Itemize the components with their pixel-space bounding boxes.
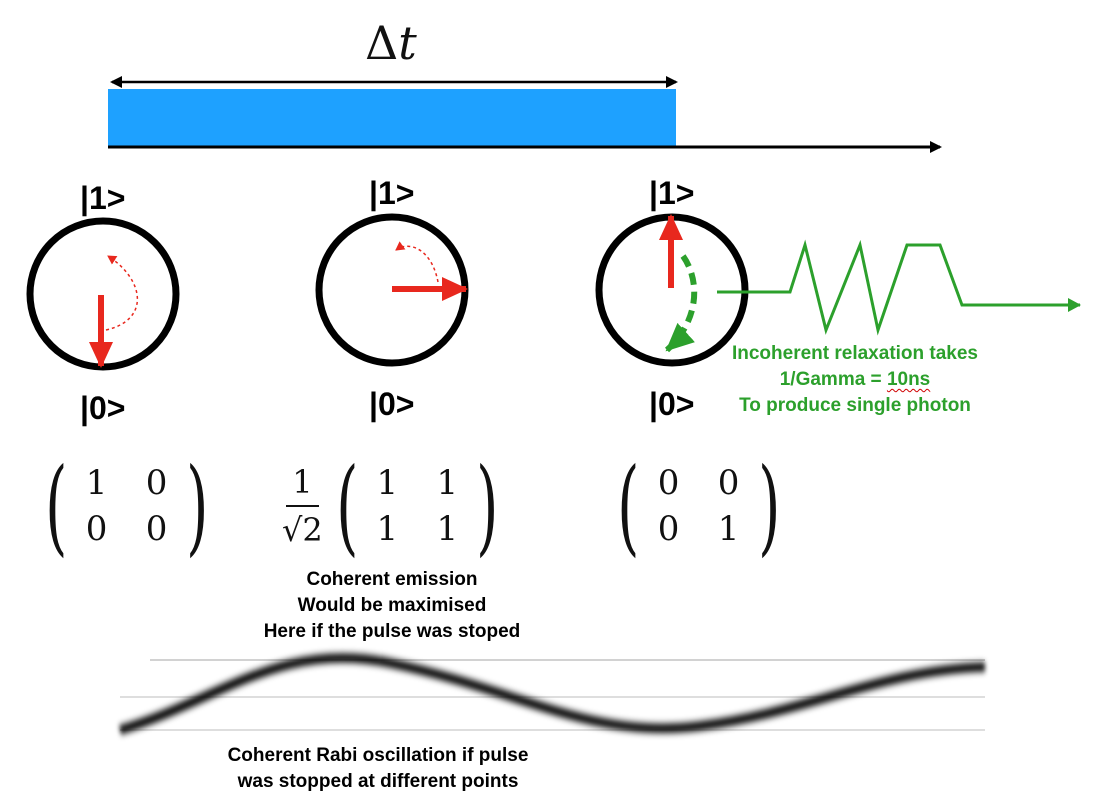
ket-one-label: |1> (369, 175, 415, 211)
emission-note: Coherent emission Would be maximised Her… (232, 567, 552, 645)
ket-zero-label: |0> (369, 386, 415, 422)
prefactor-fraction: 1 √2 (282, 463, 323, 549)
emission-note-line: Here if the pulse was stoped (263, 621, 521, 642)
relaxation-note-line: 1/Gamma = 10ns (779, 369, 931, 390)
ket-one-label: |1> (80, 180, 126, 216)
ket-zero-label: |0> (80, 390, 126, 426)
photon-wave-arrow (717, 239, 1081, 336)
rabi-note: Coherent Rabi oscillation if pulse was s… (178, 743, 578, 795)
ket-one-label: |1> (649, 175, 695, 211)
emission-note-line: Would be maximised (297, 595, 487, 616)
ket-zero-label: |0> (649, 386, 695, 422)
relaxation-note-line: Incoherent relaxation takes (731, 343, 979, 364)
relaxation-decay-arrow (664, 254, 698, 353)
rabi-note-line: Coherent Rabi oscillation if pulse (227, 745, 529, 766)
pulse-bar (108, 89, 676, 146)
emission-note-line: Coherent emission (306, 569, 478, 590)
rabi-note-line: was stopped at different points (237, 771, 519, 792)
rotation-path-arrow (105, 255, 139, 331)
relaxation-note: Incoherent relaxation takes 1/Gamma = 10… (700, 341, 1010, 419)
relaxation-note-line: To produce single photon (739, 395, 971, 416)
rabi-oscillation-wave (118, 653, 986, 735)
rotation-path-arrow (395, 241, 439, 283)
delta-t-label: Δt (365, 16, 417, 70)
